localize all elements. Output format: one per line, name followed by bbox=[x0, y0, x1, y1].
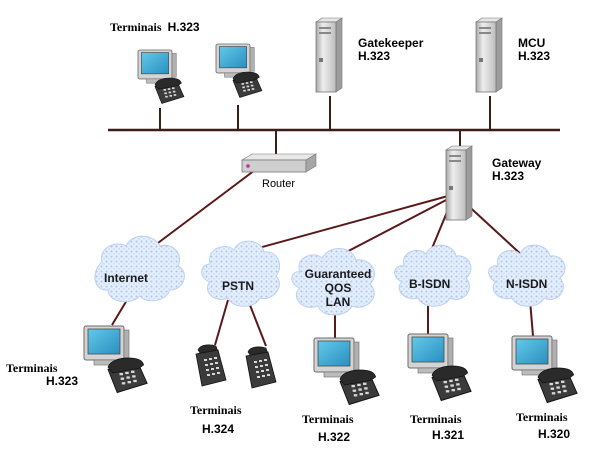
terminal-h324-phone-1 bbox=[195, 344, 227, 387]
terminal-h323-top-2 bbox=[215, 43, 263, 98]
qos-lan-cloud-label: Guaranteed QOS LAN bbox=[304, 267, 372, 309]
link-gateway-qos-lan bbox=[334, 197, 451, 259]
gatekeeper-server-icon bbox=[315, 17, 343, 93]
link-router-internet bbox=[145, 169, 256, 253]
router-icon bbox=[240, 153, 318, 173]
terminal-h323-internet bbox=[83, 325, 148, 394]
link-pstn-phone-1 bbox=[214, 299, 229, 346]
terminal-h322 bbox=[313, 337, 380, 406]
pstn-terminal-label: Terminais H.324 bbox=[190, 403, 242, 436]
qos-lan-terminal-label: Terminais H.322 bbox=[302, 412, 354, 444]
nisdn-cloud-label: N-ISDN bbox=[506, 277, 548, 291]
link-gateway-pstn bbox=[232, 195, 449, 256]
gateway-label: Gateway H.323 bbox=[492, 156, 542, 183]
nisdn-terminal-label: Terminais H.320 bbox=[516, 410, 571, 441]
mcu-label: MCU H.323 bbox=[518, 36, 551, 63]
terminal-h324-phone-2 bbox=[245, 346, 277, 389]
gatekeeper-label: Gatekeeper H.323 bbox=[358, 36, 424, 63]
router-label: Router bbox=[262, 178, 296, 190]
terminal-h323-top-1 bbox=[137, 49, 185, 104]
link-pstn-phone-2 bbox=[247, 299, 267, 347]
cloud-qos-lan bbox=[291, 248, 375, 316]
bisdn-cloud-label: B-ISDN bbox=[409, 277, 451, 291]
internet-terminal-label: Terminais H.323 bbox=[6, 361, 79, 388]
internet-cloud-label: Internet bbox=[104, 271, 149, 285]
cloud-internet bbox=[94, 235, 185, 303]
cloud-pstn bbox=[201, 240, 280, 307]
cloud-bisdn bbox=[394, 244, 472, 307]
pstn-cloud-label: PSTN bbox=[222, 279, 255, 293]
link-gateway-nisdn bbox=[461, 199, 526, 259]
bisdn-terminal-label: Terminais H.321 bbox=[410, 412, 465, 442]
cloud-nisdn bbox=[488, 244, 566, 307]
terminal-h321 bbox=[407, 333, 472, 402]
top-terminals-label: Terminais H.323 bbox=[110, 20, 200, 34]
terminal-h320 bbox=[511, 335, 578, 404]
gateway-server-icon bbox=[445, 145, 473, 221]
mcu-server-icon bbox=[475, 17, 503, 93]
